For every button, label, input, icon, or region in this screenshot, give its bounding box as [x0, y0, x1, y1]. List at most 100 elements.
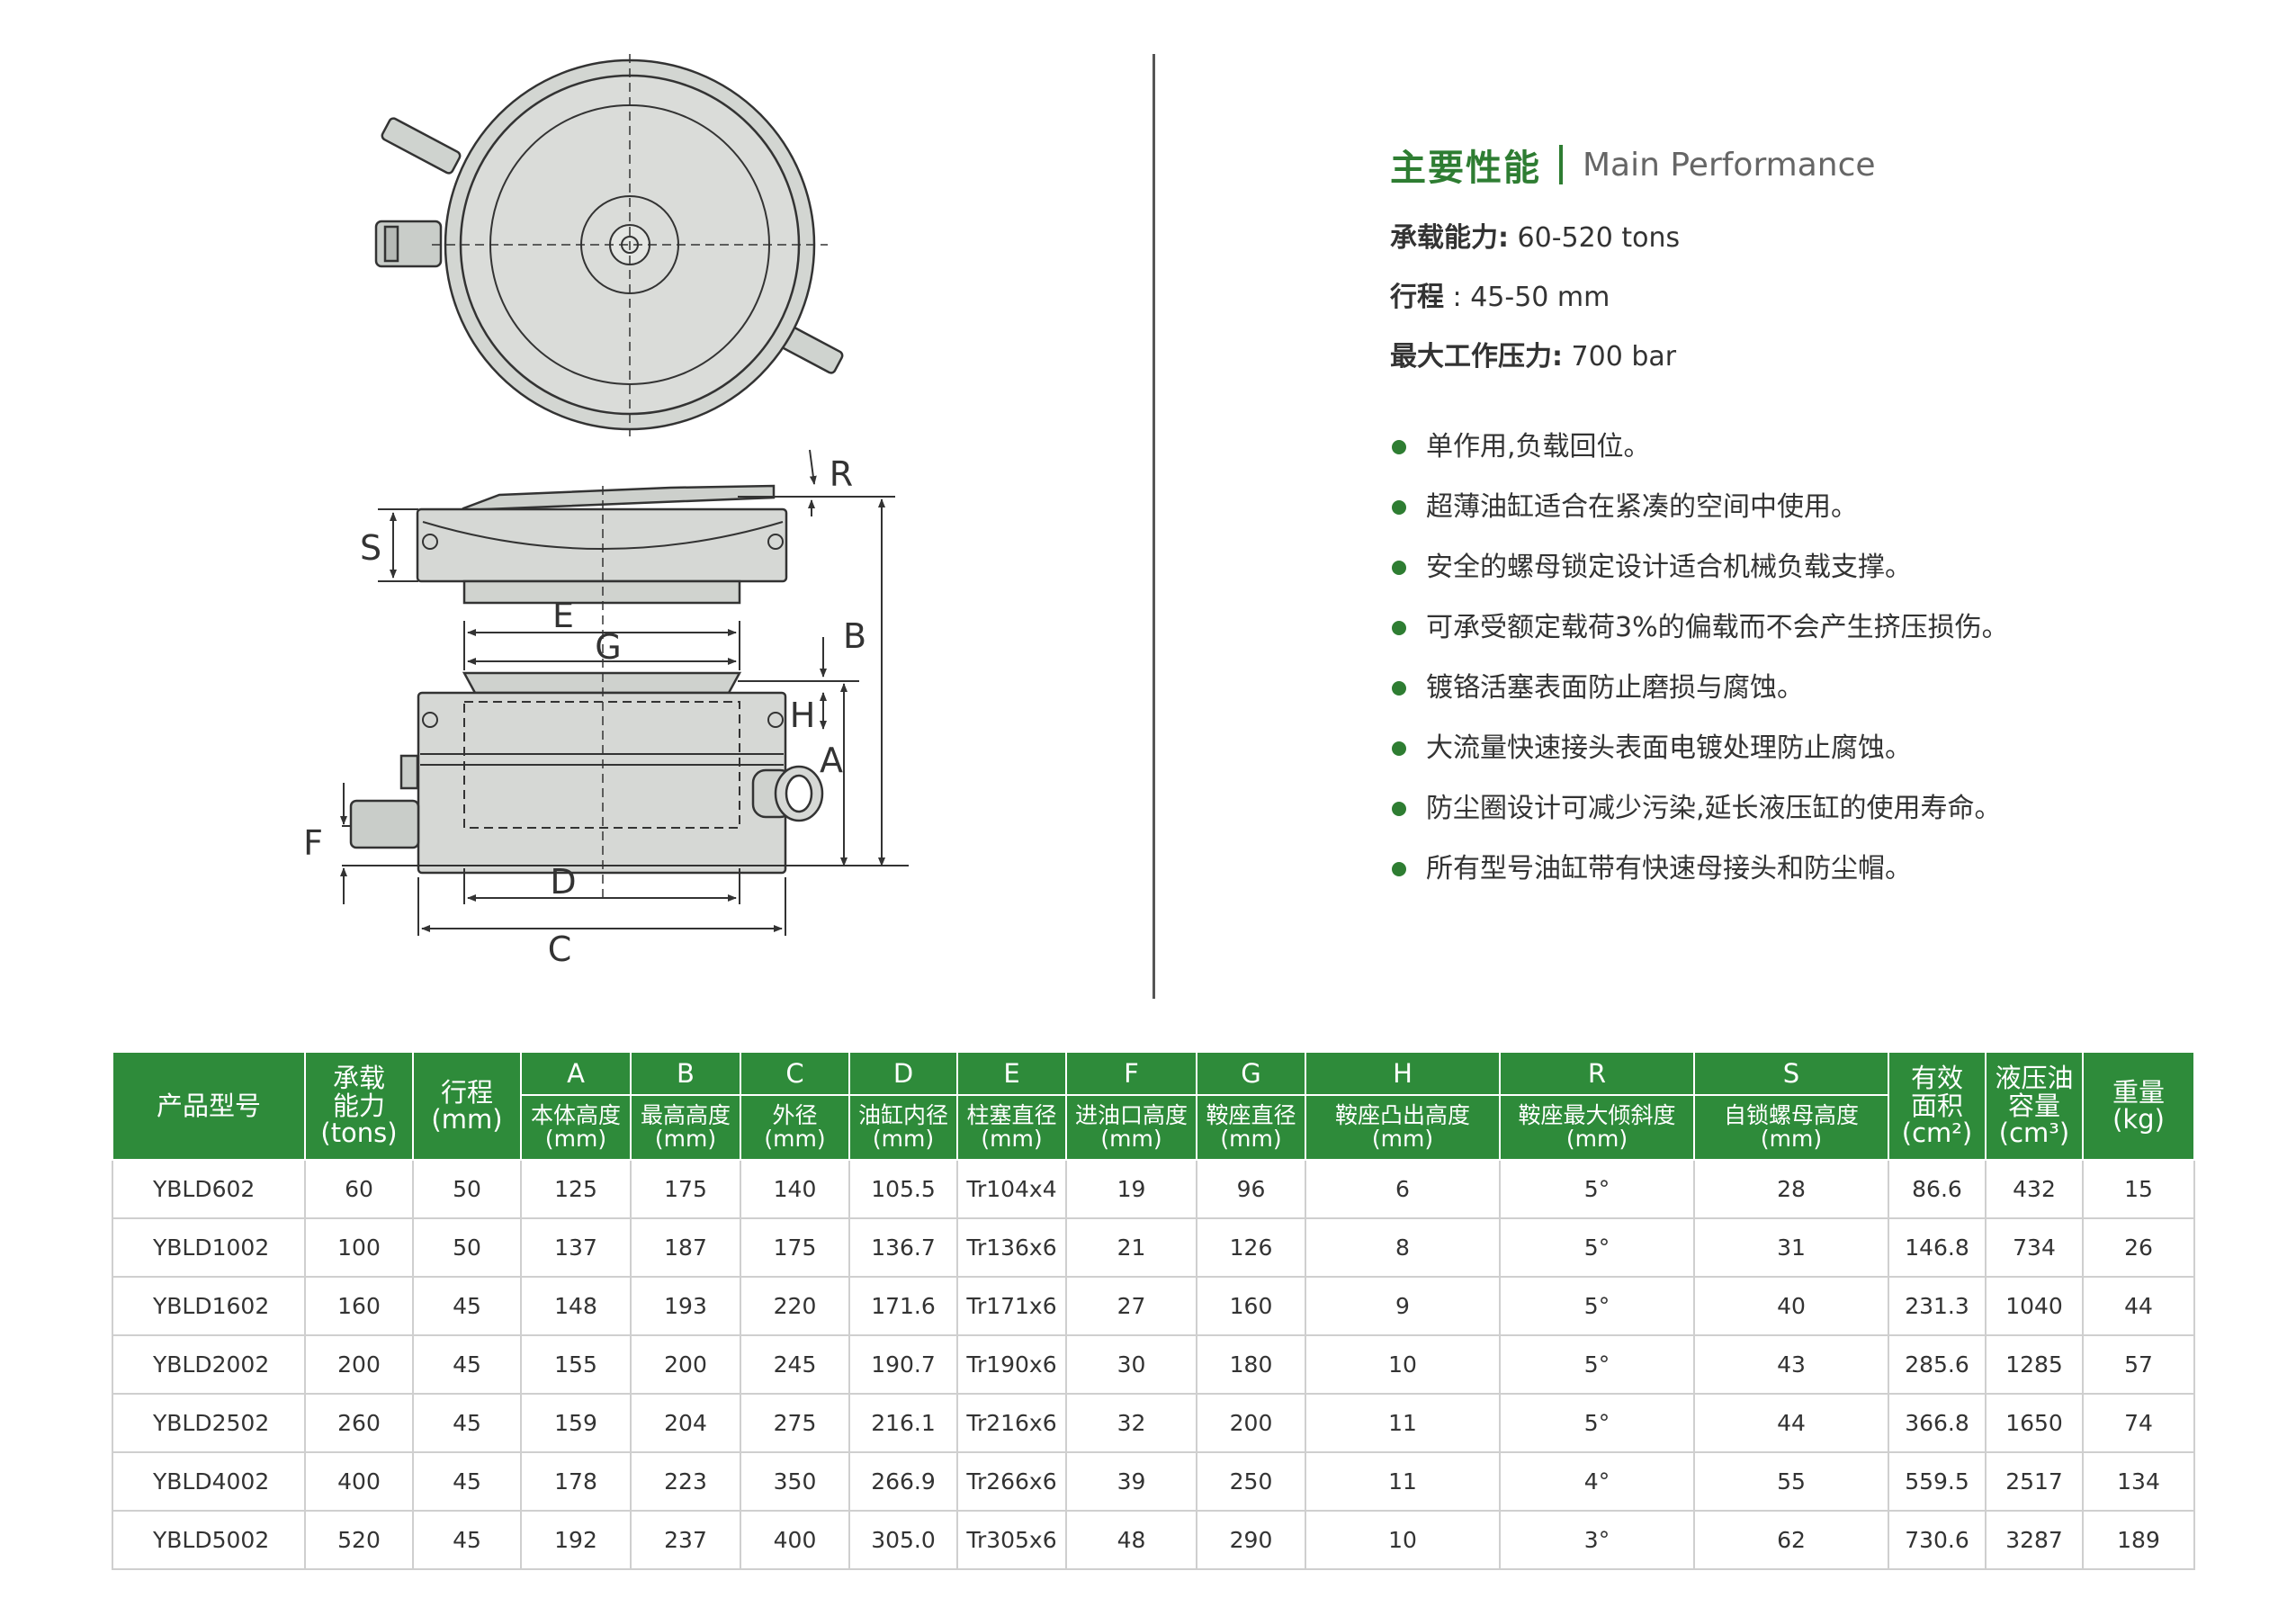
spec-max-pressure: 最大工作压力: 700 bar: [1390, 340, 2254, 374]
header-line: 能力: [332, 1090, 385, 1121]
table-cell: 350: [740, 1451, 850, 1512]
table-cell: 159: [520, 1393, 632, 1453]
table-cell: 55: [1693, 1451, 1889, 1512]
header-line: (mm): [1760, 1126, 1823, 1152]
spec-label: 承载能力:: [1390, 222, 1509, 254]
table-cell: 146.8: [1888, 1217, 1987, 1278]
table-cell: 200: [304, 1334, 414, 1395]
table-cell: 366.8: [1888, 1393, 1987, 1453]
model-cell: YBLD2502: [112, 1393, 306, 1453]
spec-label: 最大工作压力:: [1390, 341, 1563, 373]
feature-item: 镀铬活塞表面防止磨损与腐蚀。: [1390, 671, 2254, 705]
header-line: (mm): [1100, 1126, 1162, 1152]
col-letter-F: F: [1065, 1051, 1197, 1096]
table-cell: 237: [630, 1510, 741, 1570]
table-cell: 432: [1985, 1159, 2084, 1219]
table-cell: 148: [520, 1276, 632, 1336]
table-cell: 50: [412, 1217, 522, 1278]
table-cell: 96: [1196, 1159, 1306, 1219]
header-line: (mm): [1220, 1126, 1282, 1152]
dim-label-R: R: [830, 454, 853, 494]
table-cell: 44: [2082, 1276, 2195, 1336]
header-line: (mm): [431, 1104, 503, 1135]
col-letter-G: G: [1196, 1051, 1306, 1096]
header-line: 油缸内径: [857, 1101, 948, 1128]
table-cell: 250: [1196, 1451, 1306, 1512]
col-sub-D: 油缸内径(mm): [848, 1094, 958, 1161]
col-sub-B: 最高高度(mm): [630, 1094, 741, 1161]
col-letter-R: R: [1499, 1051, 1695, 1096]
table-cell: 45: [412, 1276, 522, 1336]
table-cell: 11: [1305, 1451, 1501, 1512]
table-cell: 245: [740, 1334, 850, 1395]
table-cell: 43: [1693, 1334, 1889, 1395]
table-cell: 39: [1065, 1451, 1197, 1512]
table-cell: 3°: [1499, 1510, 1695, 1570]
table-cell: 140: [740, 1159, 850, 1219]
col-letter-D: D: [848, 1051, 958, 1096]
table-cell: 5°: [1499, 1393, 1695, 1453]
col-letter-B: B: [630, 1051, 741, 1096]
table-cell: 2517: [1985, 1451, 2084, 1512]
col-letter-H: H: [1305, 1051, 1501, 1096]
table-cell: Tr266x6: [956, 1451, 1067, 1512]
table-cell: 136.7: [848, 1217, 958, 1278]
table-cell: 44: [1693, 1393, 1889, 1453]
table-cell: 62: [1693, 1510, 1889, 1570]
spec-label: 行程: [1390, 282, 1444, 313]
table-cell: 15: [2082, 1159, 2195, 1219]
table-cell: 26: [2082, 1217, 2195, 1278]
table-cell: 28: [1693, 1159, 1889, 1219]
table-cell: 31: [1693, 1217, 1889, 1278]
col-letter-E: E: [956, 1051, 1067, 1096]
header-row-subs: 本体高度(mm) 最高高度(mm) 外径(mm) 油缸内径(mm) 柱塞直径(m…: [112, 1094, 2194, 1161]
title-en: Main Performance: [1583, 146, 1876, 184]
model-cell: YBLD2002: [112, 1334, 306, 1395]
table-cell: 1285: [1985, 1334, 2084, 1395]
side-view: [349, 484, 824, 900]
col-header-oil: 液压油 容量 (cm³): [1985, 1051, 2084, 1161]
table-cell: Tr171x6: [956, 1276, 1067, 1336]
cylinder-technical-drawing: R S E G B H A F D C: [303, 54, 909, 969]
feature-item: 超薄油缸适合在紧凑的空间中使用。: [1390, 490, 2254, 525]
table-cell: 74: [2082, 1393, 2195, 1453]
spec-value: 60-520 tons: [1517, 222, 1681, 254]
table-cell: 160: [304, 1276, 414, 1336]
header-line: (mm): [764, 1126, 826, 1152]
table-cell: 178: [520, 1451, 632, 1512]
col-header-model: 产品型号: [112, 1051, 306, 1161]
col-sub-E: 柱塞直径(mm): [956, 1094, 1067, 1161]
table-cell: 6: [1305, 1159, 1501, 1219]
header-line: (kg): [2112, 1104, 2165, 1135]
col-letter-A: A: [520, 1051, 632, 1096]
col-sub-F: 进油口高度(mm): [1065, 1094, 1197, 1161]
table-cell: 200: [630, 1334, 741, 1395]
table-cell: 175: [740, 1217, 850, 1278]
col-sub-S: 自锁螺母高度(mm): [1693, 1094, 1889, 1161]
header-line: 面积: [1910, 1090, 1963, 1121]
table-cell: Tr305x6: [956, 1510, 1067, 1570]
table-cell: 125: [520, 1159, 632, 1219]
header-line: 外径: [772, 1101, 818, 1128]
dimension-lines: [340, 449, 909, 936]
table-cell: 193: [630, 1276, 741, 1336]
table-cell: 5°: [1499, 1334, 1695, 1395]
model-cell: YBLD1602: [112, 1276, 306, 1336]
header-line: 承载: [332, 1063, 385, 1094]
specifications-table: 产品型号 承载 能力 (tons) 行程 (mm) A B C D E F G …: [112, 1051, 2195, 1570]
table-cell: Tr190x6: [956, 1334, 1067, 1395]
dimension-labels: R S E G B H A F D C: [303, 454, 866, 969]
header-line: (mm): [981, 1126, 1043, 1152]
header-line: 进油口高度: [1074, 1101, 1188, 1128]
model-cell: YBLD1002: [112, 1217, 306, 1278]
table-cell: 45: [412, 1393, 522, 1453]
table-cell: 5°: [1499, 1159, 1695, 1219]
table-cell: 45: [412, 1510, 522, 1570]
table-cell: 730.6: [1888, 1510, 1987, 1570]
